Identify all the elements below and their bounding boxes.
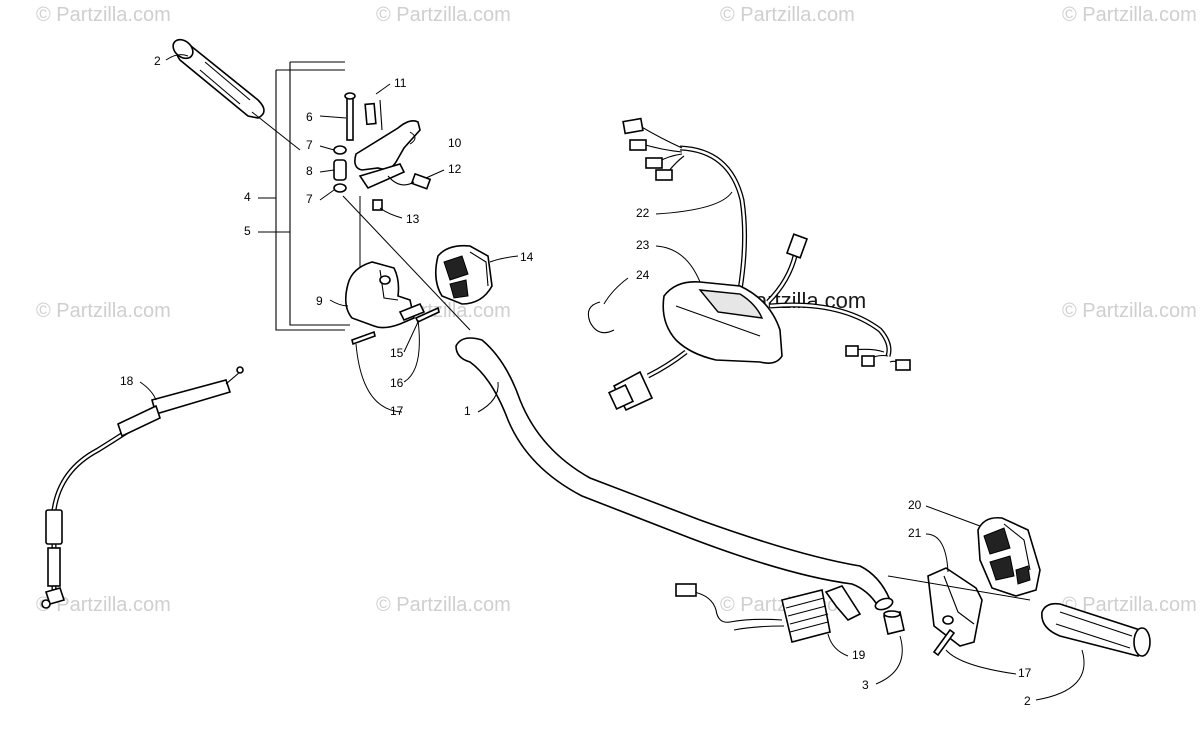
pivot-bolt-part: [344, 92, 356, 141]
throttle-block-part: [927, 567, 983, 647]
callout-16: 16: [390, 376, 404, 390]
callout-13: 13: [406, 212, 420, 226]
watermark: © Partzilla.com: [1062, 4, 1197, 26]
callout-3: 3: [862, 678, 869, 692]
watermark: © Partzilla.com: [376, 4, 511, 26]
callout-4: 4: [244, 190, 251, 204]
callout-17: 17: [390, 404, 404, 418]
clip-ring-part: [587, 301, 615, 334]
callout-14: 14: [520, 250, 534, 264]
brake-lever-part: [354, 120, 421, 190]
end-bushing-part: [883, 610, 905, 635]
bushing-part: [333, 159, 347, 181]
callout-21: 21: [908, 526, 922, 540]
left-housing-part: [344, 261, 426, 329]
watermark: © Partzilla.com: [720, 4, 855, 26]
callout-19: 19: [852, 648, 866, 662]
control-module-part: [607, 233, 911, 412]
wire-harness-part: [622, 117, 748, 291]
watermark: © Partzilla.com: [376, 594, 511, 616]
callout-12: 12: [448, 162, 462, 176]
screw-part: [351, 306, 440, 346]
bracket-lines: [275, 61, 350, 331]
watermark: © Partzilla.com: [1062, 594, 1197, 616]
callout-7: 7: [306, 192, 313, 206]
callout-7: 7: [306, 138, 313, 152]
callout-2: 2: [154, 54, 161, 68]
callout-11: 11: [394, 76, 407, 90]
callout-17: 17: [1018, 666, 1032, 680]
callout-9: 9: [316, 294, 323, 308]
left-grip-part: [172, 38, 265, 119]
callout-20: 20: [908, 498, 922, 512]
switch-housing-part: [434, 244, 493, 305]
callout-22: 22: [636, 206, 650, 220]
callout-23: 23: [636, 238, 650, 252]
watermark: © Partzilla.com: [36, 594, 171, 616]
callout-15: 15: [390, 346, 404, 360]
leader-lines: [139, 54, 1085, 701]
throttle-switch-part: [387, 172, 432, 190]
right-screw-part: [932, 628, 956, 657]
right-grip-part: [1041, 602, 1151, 658]
watermark: © Partzilla.com: [36, 300, 171, 322]
small-block-part: [372, 199, 383, 211]
callout-1: 1: [464, 404, 471, 418]
callout-10: 10: [448, 136, 462, 150]
heater-element-part: [675, 583, 862, 643]
callout-5: 5: [244, 224, 251, 238]
callout-24: 24: [636, 268, 650, 282]
handlebar-part: [455, 337, 894, 611]
callout-18: 18: [120, 374, 134, 388]
throttle-cable-part: [41, 366, 244, 609]
clip-part: [364, 99, 383, 131]
right-switch-housing-part: [977, 516, 1041, 597]
callout-6: 6: [306, 110, 313, 124]
watermark: © Partzilla.com: [36, 4, 171, 26]
watermark: © Partzilla.com: [1062, 300, 1197, 322]
callout-2: 2: [1024, 694, 1031, 708]
callout-8: 8: [306, 164, 313, 178]
